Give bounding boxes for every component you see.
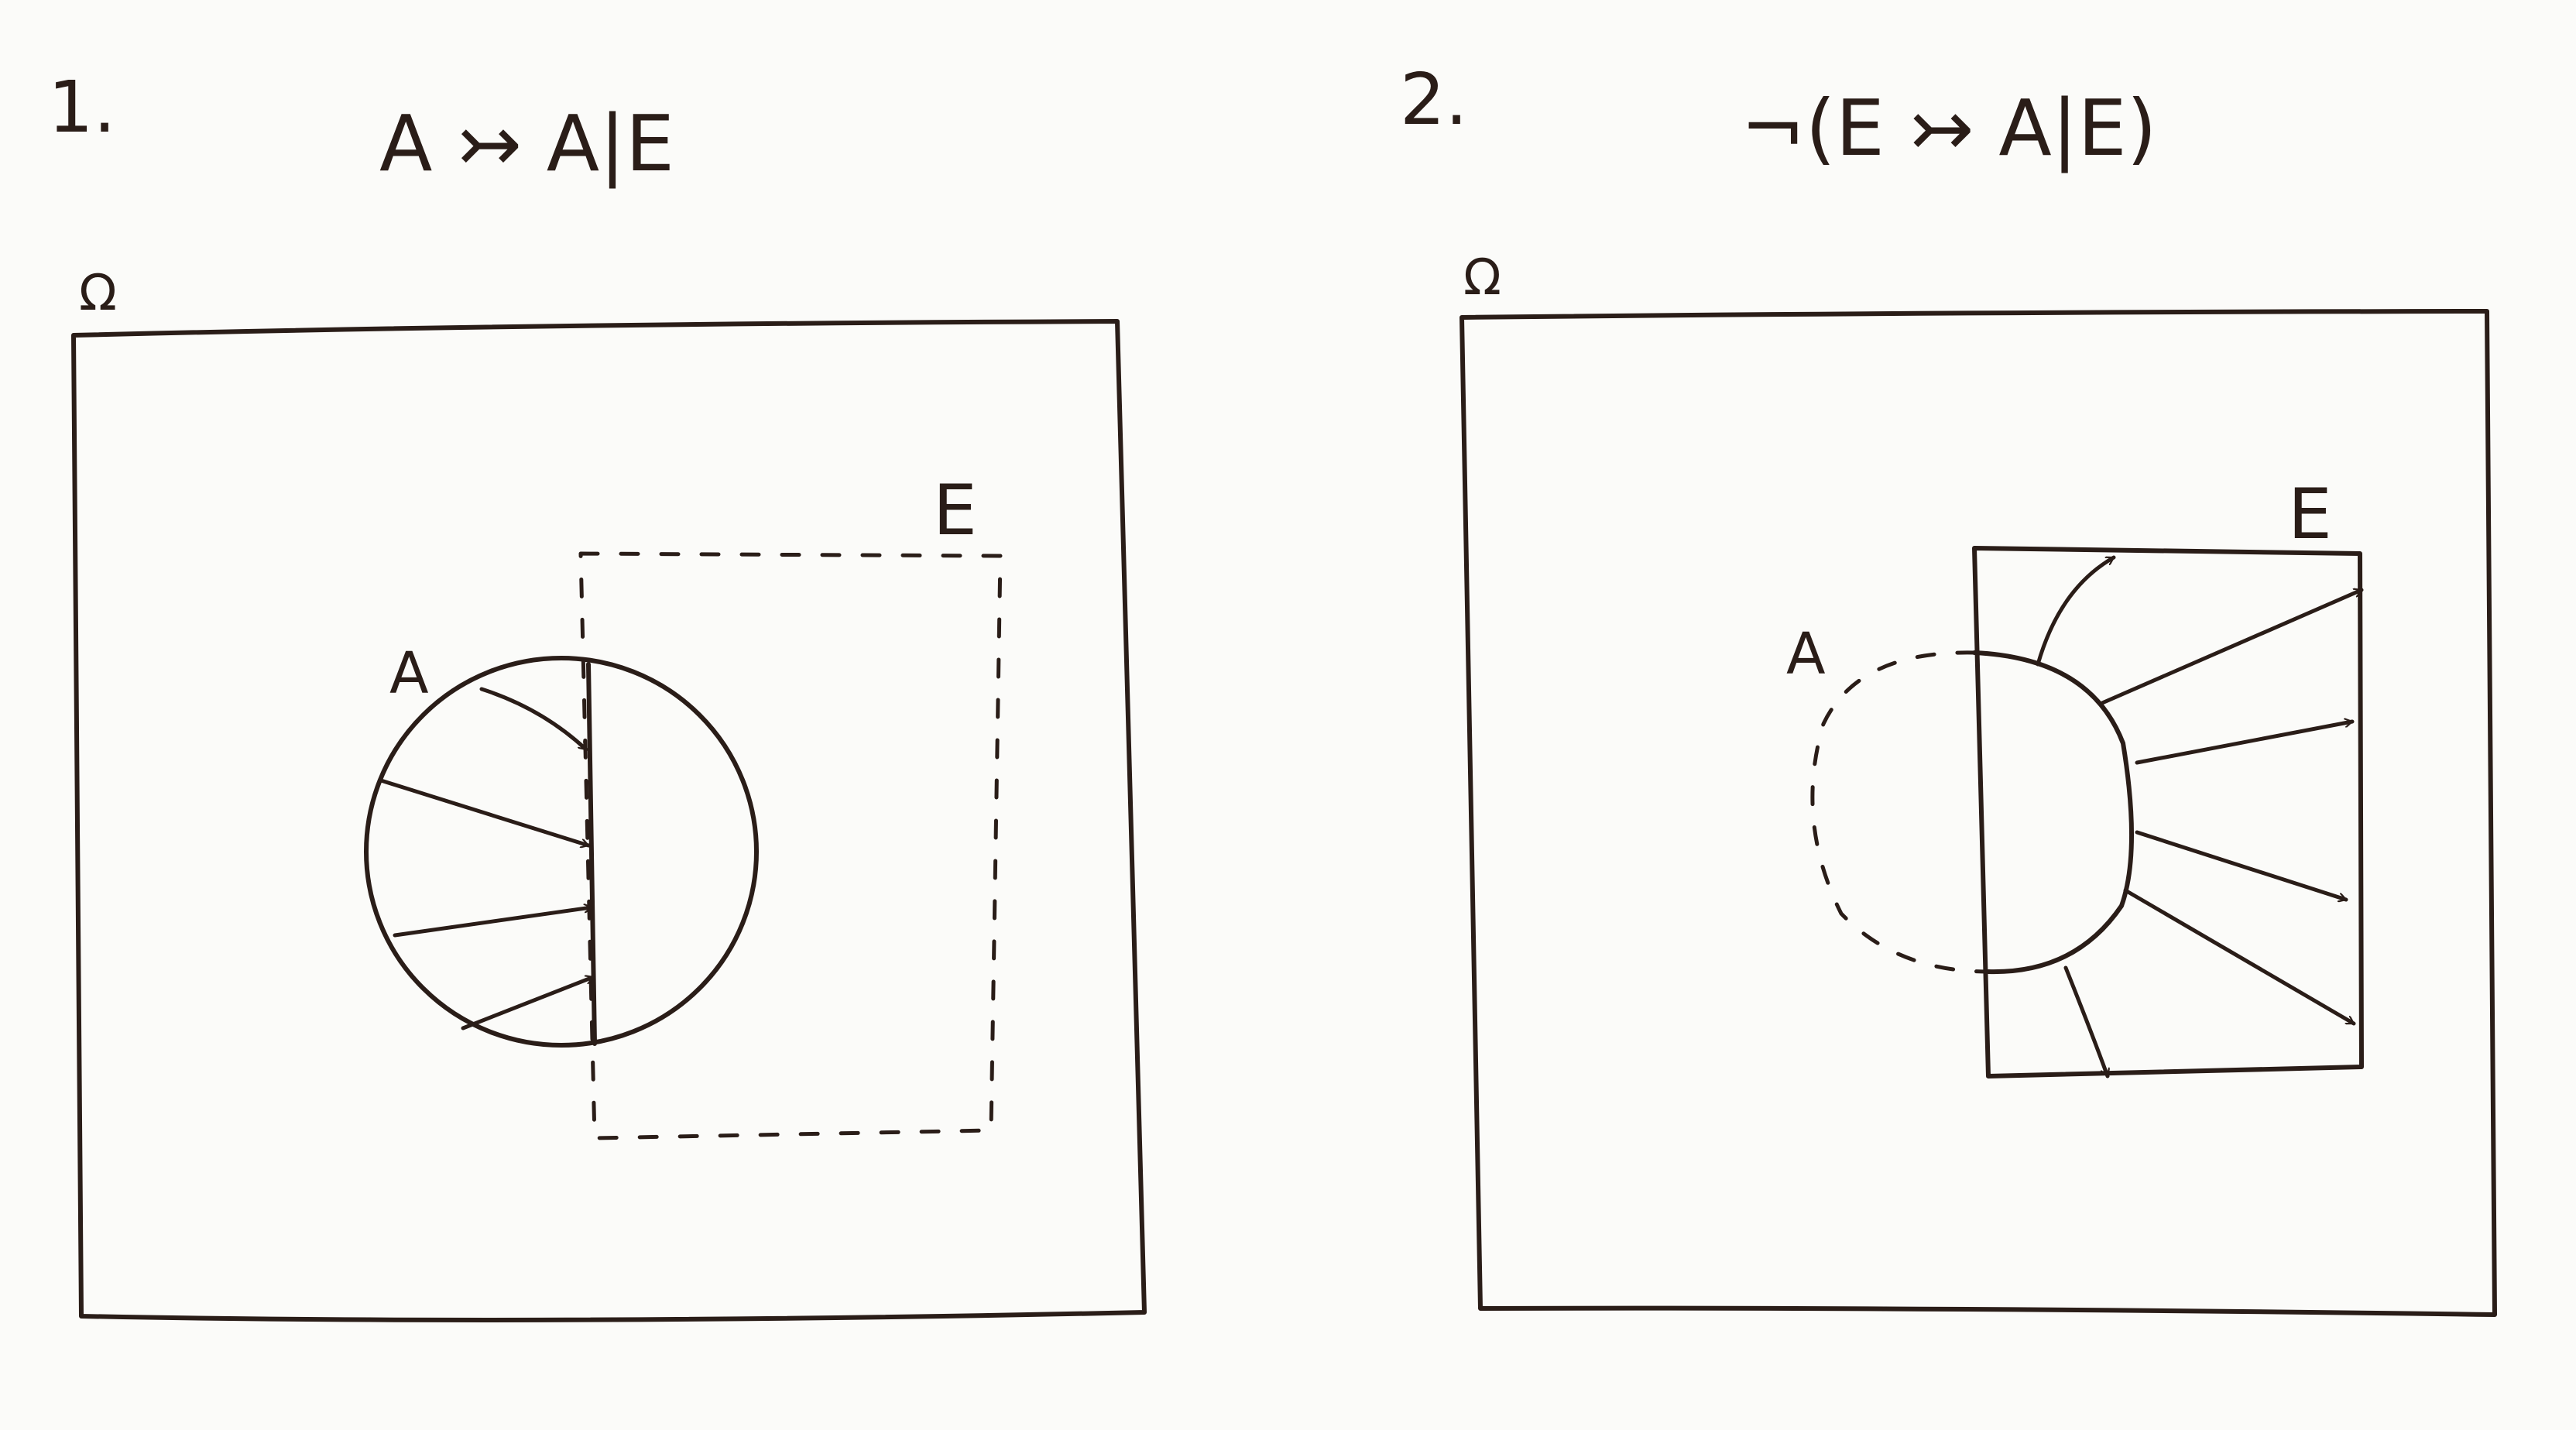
panel-1-number: 1.	[48, 66, 116, 149]
panel-1-map-arrow	[461, 977, 595, 1030]
panel-1-set-a-label: A	[389, 640, 429, 707]
panel-2-set-a-inside-arc	[1972, 650, 2135, 975]
panel-2-omega-label: Ω	[1463, 249, 1501, 307]
panel-2-set-e-box	[1972, 546, 2364, 1079]
panel-2: 2. ¬(E ↣ A|E) Ω E A	[1400, 58, 2497, 1317]
panel-2-set-e-label: E	[2288, 474, 2332, 555]
panel-1-set-a-circle	[364, 656, 759, 1048]
panel-2-omega-box	[1460, 309, 2497, 1317]
panel-2-map-arrow	[2100, 590, 2364, 705]
panel-1-map-arrow	[379, 778, 591, 845]
panel-1-omega-box	[71, 319, 1147, 1322]
panel-2-formula: ¬(E ↣ A|E)	[1741, 83, 2157, 173]
panel-2-map-arrow	[2036, 555, 2116, 667]
panel-2-map-arrow	[2063, 965, 2108, 1079]
panel-2-map-arrow	[2135, 830, 2348, 900]
panel-2-set-a-outside-dashed	[1810, 650, 1991, 974]
panel-2-number: 2.	[1400, 58, 1468, 141]
panel-1-formula: A ↣ A|E	[379, 98, 674, 189]
panel-1: 1. A ↣ A|E Ω E A	[48, 66, 1147, 1322]
panel-2-map-arrow	[2135, 722, 2355, 765]
panel-2-map-arrow	[2123, 888, 2356, 1026]
panel-2-set-a-label: A	[1786, 621, 1826, 688]
panel-1-set-e-label: E	[933, 470, 977, 551]
panel-1-omega-label: Ω	[79, 265, 117, 322]
panel-1-map-arrow	[479, 687, 588, 752]
panel-1-map-arrow	[393, 907, 594, 938]
panel-1-set-e-dashed-box	[578, 551, 1003, 1140]
